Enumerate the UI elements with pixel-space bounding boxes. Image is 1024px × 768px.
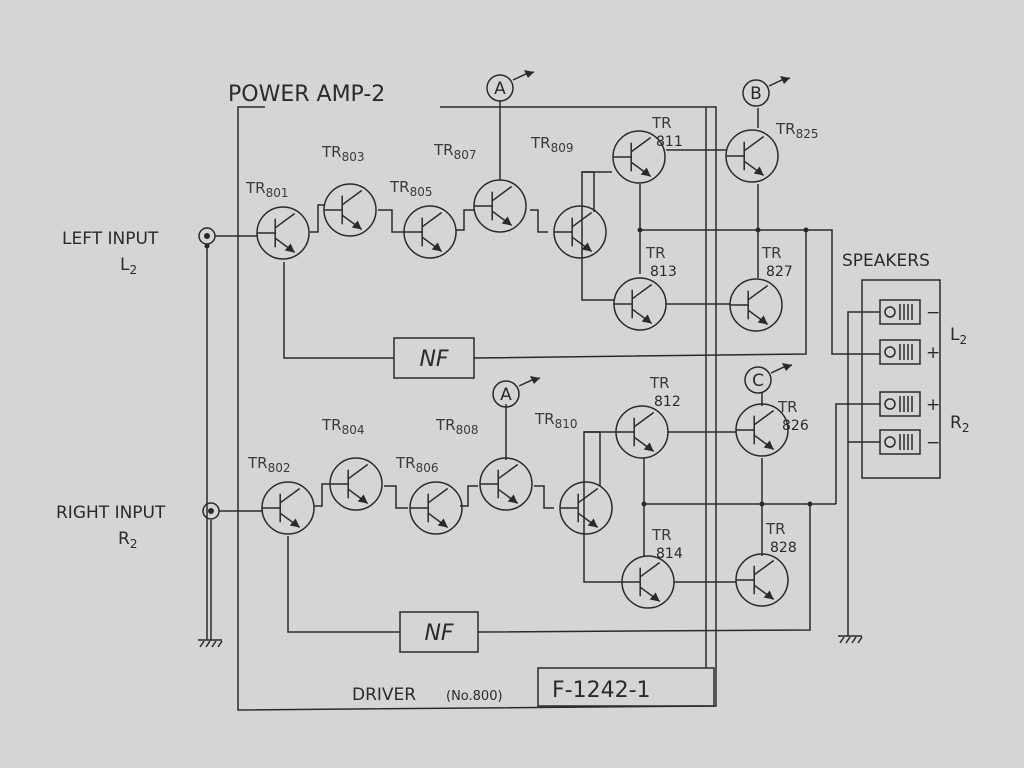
right-input: RIGHT INPUT R2	[56, 502, 220, 551]
transistor-label-tr804: TR804	[321, 416, 365, 437]
test-point-a-top: A	[486, 70, 535, 102]
transistor-prefix-tr826: TR	[777, 398, 798, 416]
test-point-b: B	[742, 76, 791, 107]
transistor-tr811: TR 811	[612, 114, 683, 184]
transistor-tr806: TR806	[395, 454, 463, 535]
transistor-tr801: TR801	[245, 179, 310, 260]
left-junction-dots	[637, 227, 809, 233]
left-input: LEFT INPUT L2	[62, 227, 216, 277]
transistor-label-tr807: TR807	[433, 141, 477, 162]
transistor-tr826: TR 826	[735, 398, 809, 457]
transistor-number-tr814: 814	[656, 546, 683, 562]
transistor-tr812: TR 812	[615, 374, 681, 459]
transistor-number-tr827: 827	[766, 264, 793, 280]
left-input-jack-center	[204, 233, 210, 239]
speakers-label: SPEAKERS	[842, 251, 930, 271]
driver-label: DRIVER	[352, 685, 416, 705]
transistor-tr807: TR807	[433, 141, 527, 233]
svg-text:B: B	[750, 84, 762, 104]
transistor-prefix-tr812: TR	[649, 374, 670, 392]
transistor-number-tr813: 813	[650, 264, 677, 280]
transistor-tr825: TR825	[725, 120, 819, 183]
right-channel-wiring	[219, 392, 880, 633]
transistor-tr827: TR 827	[729, 244, 793, 332]
speaker-terminal-4	[879, 429, 921, 455]
speaker-channel-r: R2	[950, 413, 969, 435]
transistor-label-tr808: TR808	[435, 416, 479, 437]
speaker-box	[861, 279, 941, 479]
svg-text:NF: NF	[424, 621, 453, 646]
polarity-l-1: −	[926, 303, 940, 323]
driver-number: (No.800)	[446, 689, 503, 704]
svg-text:A: A	[494, 79, 506, 99]
speaker-block: SPEAKERS L2 R2 − + + −	[842, 251, 969, 479]
speaker-terminal-2	[879, 339, 921, 365]
board-outline	[237, 106, 717, 711]
transistor-label-tr825: TR825	[775, 120, 819, 141]
transistor-tr828: TR 828	[735, 520, 797, 607]
speaker-channel-l: L2	[950, 325, 967, 347]
transistor-tr802: TR802	[247, 454, 315, 535]
board-code-box	[537, 667, 715, 707]
speaker-ground	[838, 311, 880, 644]
page-title: POWER AMP-2	[228, 82, 385, 107]
right-input-label: RIGHT INPUT	[56, 503, 166, 523]
left-input-channel: L2	[120, 255, 137, 277]
transistor-tr814: TR 814	[621, 526, 683, 609]
left-input-label: LEFT INPUT	[62, 229, 159, 249]
right-junction-dots	[641, 501, 813, 507]
board-code: F-1242-1	[552, 678, 651, 703]
transistor-label-tr810: TR810	[534, 410, 578, 431]
svg-text:A: A	[500, 385, 512, 405]
nf-box-left: NF	[393, 337, 475, 379]
transistor-label-tr803: TR803	[321, 143, 365, 164]
input-ground-icon	[198, 639, 223, 648]
speaker-terminal-1	[879, 299, 921, 325]
transistor-tr809: TR809	[530, 134, 607, 259]
transistor-prefix-tr827: TR	[761, 244, 782, 262]
transistor-tr808: TR808	[435, 416, 533, 511]
transistor-prefix-tr828: TR	[765, 520, 786, 538]
right-input-jack-center	[208, 508, 214, 514]
transistor-prefix-tr814: TR	[651, 526, 672, 544]
transistor-prefix-tr813: TR	[645, 244, 666, 262]
speaker-terminal-3	[879, 391, 921, 417]
polarity-r-2: −	[926, 433, 940, 453]
test-point-c: C	[744, 363, 793, 394]
test-point-a-bottom: A	[492, 376, 541, 408]
transistor-tr803: TR803	[321, 143, 377, 237]
transistor-tr813: TR 813	[613, 244, 677, 331]
transistor-tr804: TR804	[321, 416, 383, 511]
transistor-label-tr809: TR809	[530, 134, 574, 155]
svg-text:C: C	[752, 371, 764, 391]
polarity-l-2: +	[926, 343, 940, 363]
transistor-number-tr811: 811	[656, 134, 683, 150]
transistor-tr810: TR810	[534, 410, 613, 535]
transistor-number-tr828: 828	[770, 540, 797, 556]
transistor-number-tr826: 826	[782, 418, 809, 434]
polarity-r-1: +	[926, 395, 940, 415]
transistor-label-tr801: TR801	[245, 179, 289, 200]
transistor-tr805: TR805	[389, 178, 457, 259]
transistor-label-tr802: TR802	[247, 454, 291, 475]
nf-box-right: NF	[399, 611, 479, 653]
right-input-channel: R2	[118, 529, 137, 551]
transistor-label-tr805: TR805	[389, 178, 433, 199]
svg-text:NF: NF	[419, 347, 448, 372]
transistor-label-tr806: TR806	[395, 454, 439, 475]
transistor-number-tr812: 812	[654, 394, 681, 410]
transistor-prefix-tr811: TR	[651, 114, 672, 132]
